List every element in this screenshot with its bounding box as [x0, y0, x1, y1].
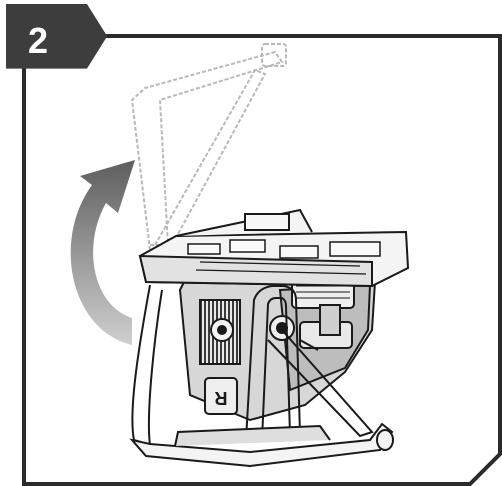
shaft-coupling: [319, 304, 341, 336]
top-platform: [138, 208, 410, 288]
step-badge: 2: [6, 4, 108, 69]
step-number: 2: [28, 20, 48, 61]
motor-body: R: [178, 266, 377, 422]
panel-frame: [22, 34, 502, 486]
curved-rotate-up-arrow-icon: [70, 160, 135, 345]
tubular-stand: [129, 284, 394, 468]
svg-text:R: R: [215, 388, 228, 408]
